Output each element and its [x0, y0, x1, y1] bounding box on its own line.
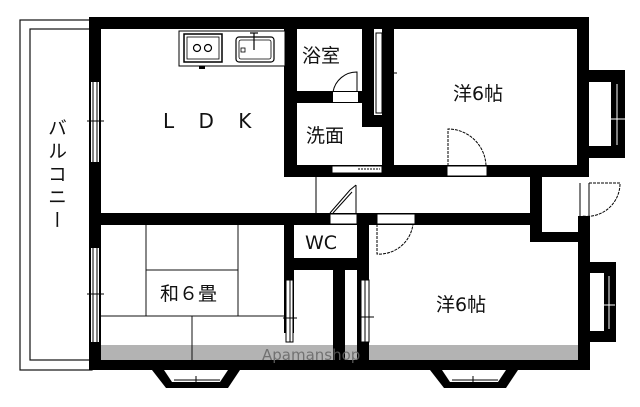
room-label-western2: 洋6帖	[436, 294, 486, 316]
closet-door-western2	[358, 279, 374, 343]
door-washroom-slide	[331, 165, 383, 174]
closet-door-western1	[375, 32, 397, 114]
door-western2	[376, 213, 416, 255]
closet-door-japanese	[283, 279, 297, 343]
watermark: Apamanshop	[262, 346, 360, 364]
gas-stove-icon	[183, 33, 223, 69]
tatami-lines	[101, 225, 284, 360]
kitchen-sink-icon	[235, 32, 275, 63]
door-wc	[329, 213, 358, 225]
bay-window-left	[152, 370, 240, 388]
door-western1	[446, 128, 488, 177]
room-label-western1: 洋6帖	[453, 83, 503, 105]
door-entrance	[578, 182, 621, 217]
room-label-balcony: バルコニー	[45, 118, 67, 233]
room-label-wc: WC	[305, 232, 337, 254]
room-label-japanese: 和６畳	[160, 283, 217, 305]
side-window-lower	[590, 262, 616, 342]
room-label-washroom: 洗面	[306, 125, 344, 147]
kitchen-counter	[178, 30, 286, 69]
window-ldk-balcony	[87, 82, 104, 162]
door-bath	[332, 71, 358, 102]
door-hall-folding	[315, 177, 357, 214]
window-japanese-balcony	[87, 248, 104, 342]
room-label-ldk: L D K	[163, 109, 260, 133]
bay-window-right	[430, 370, 518, 388]
room-label-bath: 浴室	[302, 45, 340, 67]
side-window-upper	[589, 70, 625, 158]
